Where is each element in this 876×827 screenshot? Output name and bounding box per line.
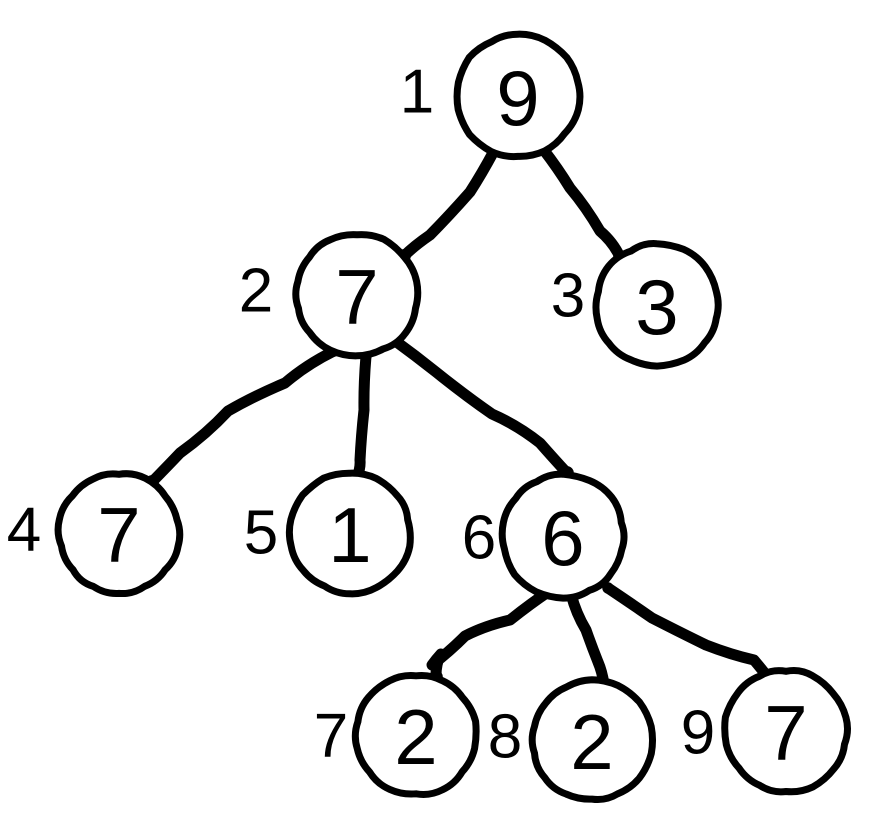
node-value-8: 2 — [570, 698, 613, 786]
edges-group — [145, 143, 777, 691]
tree-node-4[interactable]: 7 — [54, 470, 184, 598]
tree-edge-2-6 — [388, 334, 573, 479]
node-value-6: 6 — [541, 494, 584, 582]
node-circle-7 — [351, 671, 480, 798]
node-value-7: 2 — [394, 693, 437, 781]
node-index-label-4: 4 — [7, 496, 41, 565]
node-index-label-6: 6 — [462, 504, 496, 573]
tree-node-2[interactable]: 7 — [292, 231, 422, 360]
node-index-label-8: 8 — [488, 703, 522, 772]
tree-node-9[interactable]: 7 — [721, 666, 851, 796]
tree-node-8[interactable]: 2 — [528, 676, 657, 804]
tree-edge-6-7 — [426, 586, 554, 683]
node-value-9: 7 — [764, 689, 807, 777]
node-value-3: 3 — [635, 263, 678, 351]
node-circle-3 — [592, 240, 722, 370]
node-circle-4 — [54, 470, 184, 598]
tree-node-1[interactable]: 9 — [453, 30, 584, 161]
node-index-labels-group: 1 2 3 4 5 6 7 8 9 — [7, 58, 715, 772]
node-index-label-5: 5 — [244, 499, 278, 568]
tree-edge-6-9 — [602, 582, 776, 686]
node-circle-2 — [292, 231, 422, 360]
node-value-1: 9 — [496, 54, 539, 142]
tree-node-6[interactable]: 6 — [498, 470, 628, 602]
tree-edge-1-2 — [398, 145, 500, 262]
tree-node-5[interactable]: 1 — [285, 469, 414, 598]
node-index-label-7: 7 — [314, 702, 348, 771]
tree-edge-2-5 — [351, 350, 372, 483]
node-value-5: 1 — [328, 491, 371, 579]
tree-node-7[interactable]: 2 — [351, 671, 480, 798]
tree-edge-1-3 — [537, 143, 626, 263]
tree-edge-2-4 — [146, 345, 340, 488]
tree-node-3[interactable]: 3 — [592, 240, 722, 370]
node-circle-1 — [453, 30, 584, 161]
node-circle-8 — [528, 676, 657, 804]
node-circle-9 — [721, 666, 851, 796]
node-value-4: 7 — [97, 491, 140, 579]
node-index-label-2: 2 — [239, 257, 273, 326]
node-index-label-9: 9 — [681, 699, 715, 768]
node-index-label-1: 1 — [400, 58, 434, 127]
tree-edge-6-8 — [565, 588, 610, 690]
node-circle-6 — [498, 470, 628, 602]
node-index-label-3: 3 — [551, 262, 585, 331]
node-circle-5 — [285, 469, 414, 598]
node-value-2: 7 — [335, 253, 378, 341]
